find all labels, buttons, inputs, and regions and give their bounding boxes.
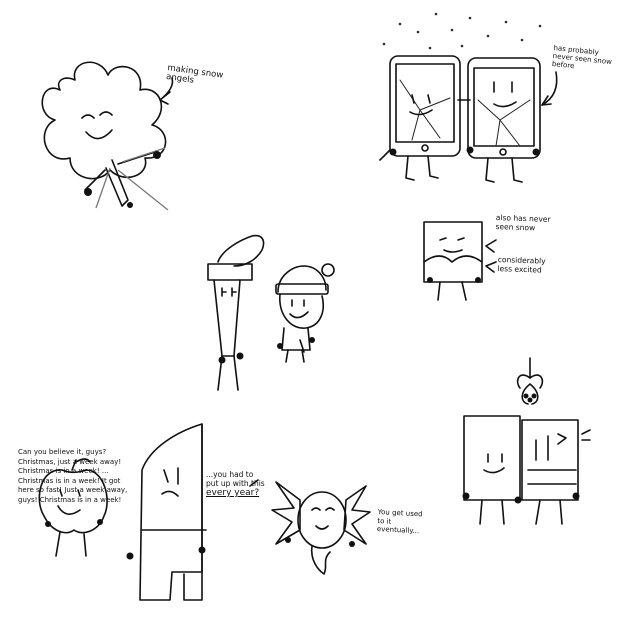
- caption-get-used: You get used to it eventually...: [376, 508, 423, 536]
- phones-characters: [379, 12, 558, 183]
- box-character: [423, 221, 497, 301]
- arrow-knife: [249, 479, 259, 487]
- caption-also-never-seen: also has never seen snow: [495, 213, 551, 232]
- caption-every-year-prefix: ...you had to put up with this: [206, 470, 265, 488]
- mistletoe-books: [462, 357, 591, 525]
- caption-less-excited: considerably less excited: [497, 255, 546, 275]
- apple-and-knife: [38, 423, 207, 601]
- cloud-character: [41, 61, 174, 211]
- paintbrush-and-kid: [207, 234, 335, 391]
- caption-every-year: ...you had to put up with this every yea…: [206, 470, 266, 498]
- spiky-character: [271, 481, 371, 575]
- apple-speech-text: Can you believe it, guys? Christmas, jus…: [18, 448, 128, 504]
- caption-every-year-emph: every year?: [206, 488, 260, 498]
